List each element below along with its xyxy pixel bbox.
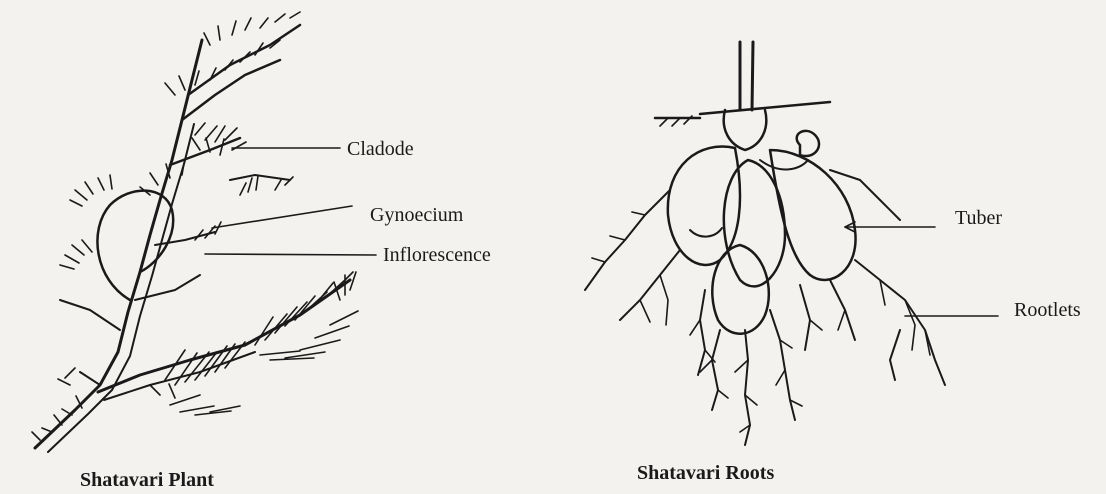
label-inflorescence: Inflorescence [383, 245, 491, 265]
plant-main-stem [35, 40, 202, 448]
plant-branch-upper [170, 138, 240, 165]
inflorescence-pointer [205, 254, 376, 255]
root-left [585, 190, 670, 290]
tuber-lower [712, 245, 769, 334]
cladode-clusters [60, 12, 300, 269]
cladode-fans [150, 272, 358, 415]
label-cladode: Cladode [347, 139, 414, 159]
root-right [830, 170, 900, 220]
caption-shatavari-plant: Shatavari Plant [80, 470, 214, 490]
label-gynoecium: Gynoecium [370, 205, 463, 225]
caption-shatavari-roots: Shatavari Roots [637, 463, 774, 483]
plant-main-stem-inner [48, 124, 194, 452]
gynoecium-pointer [212, 206, 352, 228]
shatavari-plant-drawing [32, 12, 376, 452]
label-tuber: Tuber [955, 208, 1002, 228]
tuber-small [797, 131, 819, 156]
shatavari-roots-drawing [585, 42, 998, 445]
root-stem [740, 42, 753, 110]
ground-line [655, 102, 830, 118]
label-rootlets: Rootlets [1014, 300, 1081, 320]
tuber-left [668, 147, 740, 265]
